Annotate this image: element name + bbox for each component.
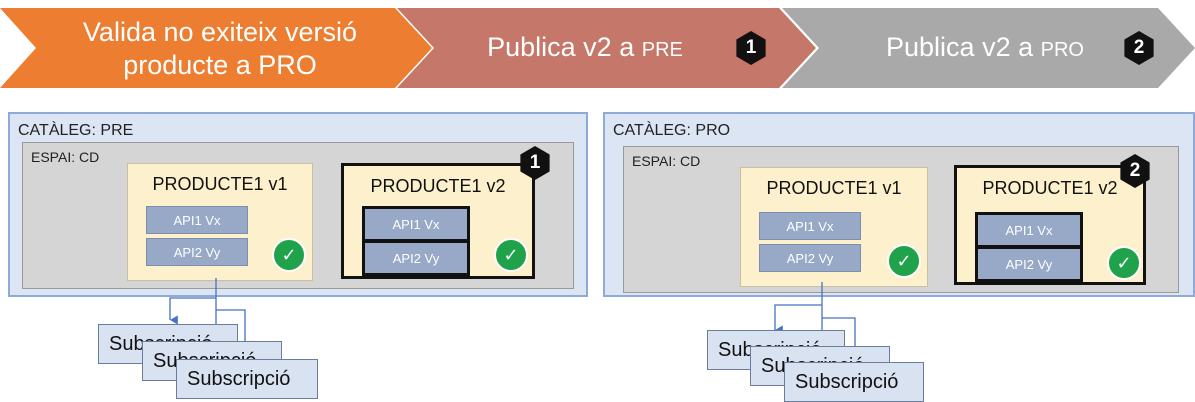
- space-cd: ESPAI: CD PRODUCTE1 v1 API1 Vx API2 Vy ✓…: [22, 142, 574, 289]
- product-title: PRODUCTE1 v1: [766, 178, 902, 198]
- step-3-text: Publica v2 a: [886, 32, 1034, 62]
- api-box: API1 Vx: [759, 212, 861, 240]
- catalog-pro: CATÀLEG: PRO ESPAI: CD PRODUCTE1 v1 API1…: [603, 112, 1195, 297]
- step-1-chevron: [0, 8, 432, 88]
- api-box: API1 Vx: [975, 212, 1083, 248]
- api-box: API2 Vy: [146, 238, 248, 266]
- process-chevrons: [0, 8, 1195, 88]
- subscription-box: Subscripció: [176, 359, 318, 399]
- space-label: ESPAI: CD: [632, 153, 701, 169]
- catalog-label: CATÀLEG: PRE: [18, 122, 134, 139]
- check-icon: ✓: [494, 238, 528, 272]
- api-box: API2 Vy: [759, 244, 861, 272]
- api-box: API1 Vx: [362, 206, 470, 242]
- check-icon: ✓: [887, 244, 921, 278]
- product-v1: PRODUCTE1 v1 API1 Vx API2 Vy ✓: [127, 163, 313, 281]
- product-v2: PRODUCTE1 v2 API1 Vx API2 Vy ✓: [954, 165, 1146, 285]
- product-v1: PRODUCTE1 v1 API1 Vx API2 Vy ✓: [740, 167, 928, 287]
- catalog-pre-badge: 1: [520, 146, 550, 180]
- step-1-label: Valida no exiteix versió producte a PRO: [40, 12, 400, 86]
- step-2-badge: 1: [736, 31, 766, 65]
- step-3-label: Publica v2 a PRO: [850, 12, 1120, 86]
- api-box: API2 Vy: [975, 246, 1083, 282]
- subscription-box: Subscripció: [784, 362, 924, 402]
- space-cd: ESPAI: CD PRODUCTE1 v1 API1 Vx API2 Vy ✓…: [623, 146, 1179, 293]
- product-title: PRODUCTE1 v2: [982, 178, 1118, 198]
- step-2-env: PRE: [641, 39, 683, 61]
- product-title: PRODUCTE1 v2: [370, 176, 506, 196]
- api-box: API2 Vy: [362, 240, 470, 276]
- step-3-chevron: [782, 8, 1195, 88]
- catalog-pre: CATÀLEG: PRE ESPAI: CD PRODUCTE1 v1 API1…: [8, 112, 588, 297]
- check-icon: ✓: [1107, 246, 1141, 280]
- step-2-text: Publica v2 a: [487, 32, 635, 62]
- step-1-text: Valida no exiteix versió producte a PRO: [82, 17, 358, 80]
- product-v2: PRODUCTE1 v2 API1 Vx API2 Vy ✓: [341, 163, 535, 279]
- space-label: ESPAI: CD: [31, 149, 100, 165]
- check-icon: ✓: [272, 238, 306, 272]
- catalog-label: CATÀLEG: PRO: [613, 122, 731, 139]
- step-3-env: PRO: [1040, 39, 1084, 61]
- product-title: PRODUCTE1 v1: [152, 174, 288, 194]
- api-box: API1 Vx: [146, 206, 248, 234]
- step-2-label: Publica v2 a PRE: [440, 12, 730, 86]
- step-2-chevron: [397, 8, 816, 88]
